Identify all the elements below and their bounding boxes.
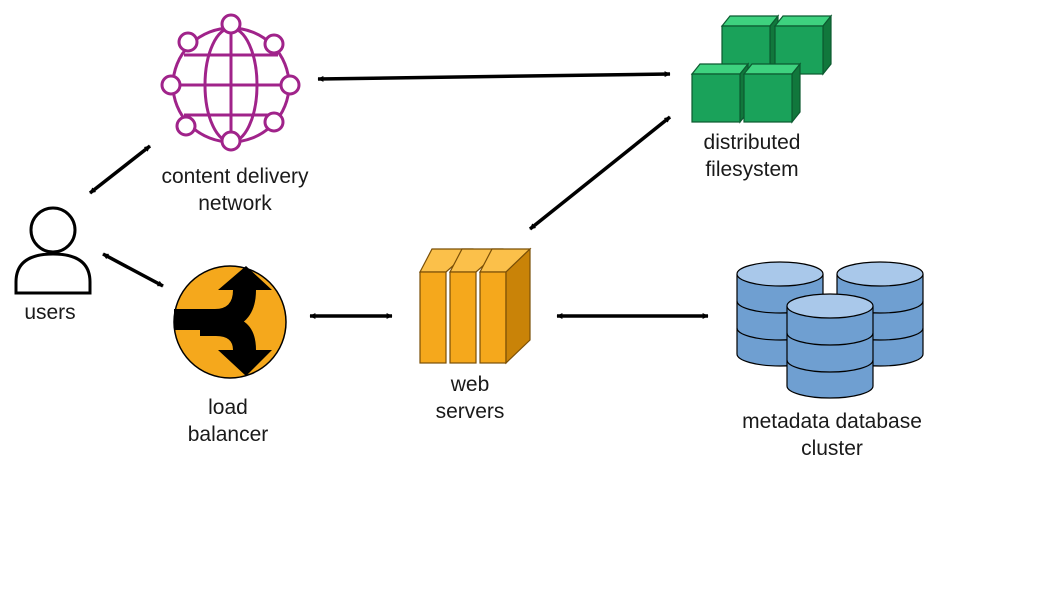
globe-network-icon <box>160 13 301 152</box>
web-servers-label-line2: servers <box>435 400 505 423</box>
database-label-line2: cluster <box>801 437 863 460</box>
edges <box>88 71 709 319</box>
filesystem-label-line1: distributed <box>703 131 801 154</box>
cubes-icon <box>690 14 833 124</box>
edge-web-servers-filesystem <box>528 115 672 231</box>
load-balancer-label-line1: load <box>208 396 248 419</box>
server-stack-icon <box>419 247 532 365</box>
load-balancer-label: load balancer <box>168 394 288 448</box>
cdn-label-line2: network <box>198 192 272 215</box>
user-icon <box>14 206 92 295</box>
cdn-label-line1: content delivery <box>161 165 309 188</box>
cdn-label: content delivery network <box>135 163 335 217</box>
web-servers-label: web servers <box>410 371 530 425</box>
users-label: users <box>5 299 95 326</box>
database-cylinders-icon <box>736 261 924 399</box>
split-arrow-icon <box>173 265 287 379</box>
database-label: metadata database cluster <box>712 408 952 462</box>
filesystem-label-line2: filesystem <box>705 158 799 181</box>
database-label-line1: metadata database <box>742 410 922 433</box>
load-balancer-label-line2: balancer <box>187 423 269 446</box>
edge-cdn-filesystem <box>317 71 671 82</box>
edge-users-cdn <box>88 144 152 195</box>
web-servers-label-line1: web <box>450 373 490 396</box>
filesystem-label: distributed filesystem <box>672 129 832 183</box>
edge-users-load-balancer <box>102 252 164 288</box>
users-label-text: users <box>24 301 76 324</box>
